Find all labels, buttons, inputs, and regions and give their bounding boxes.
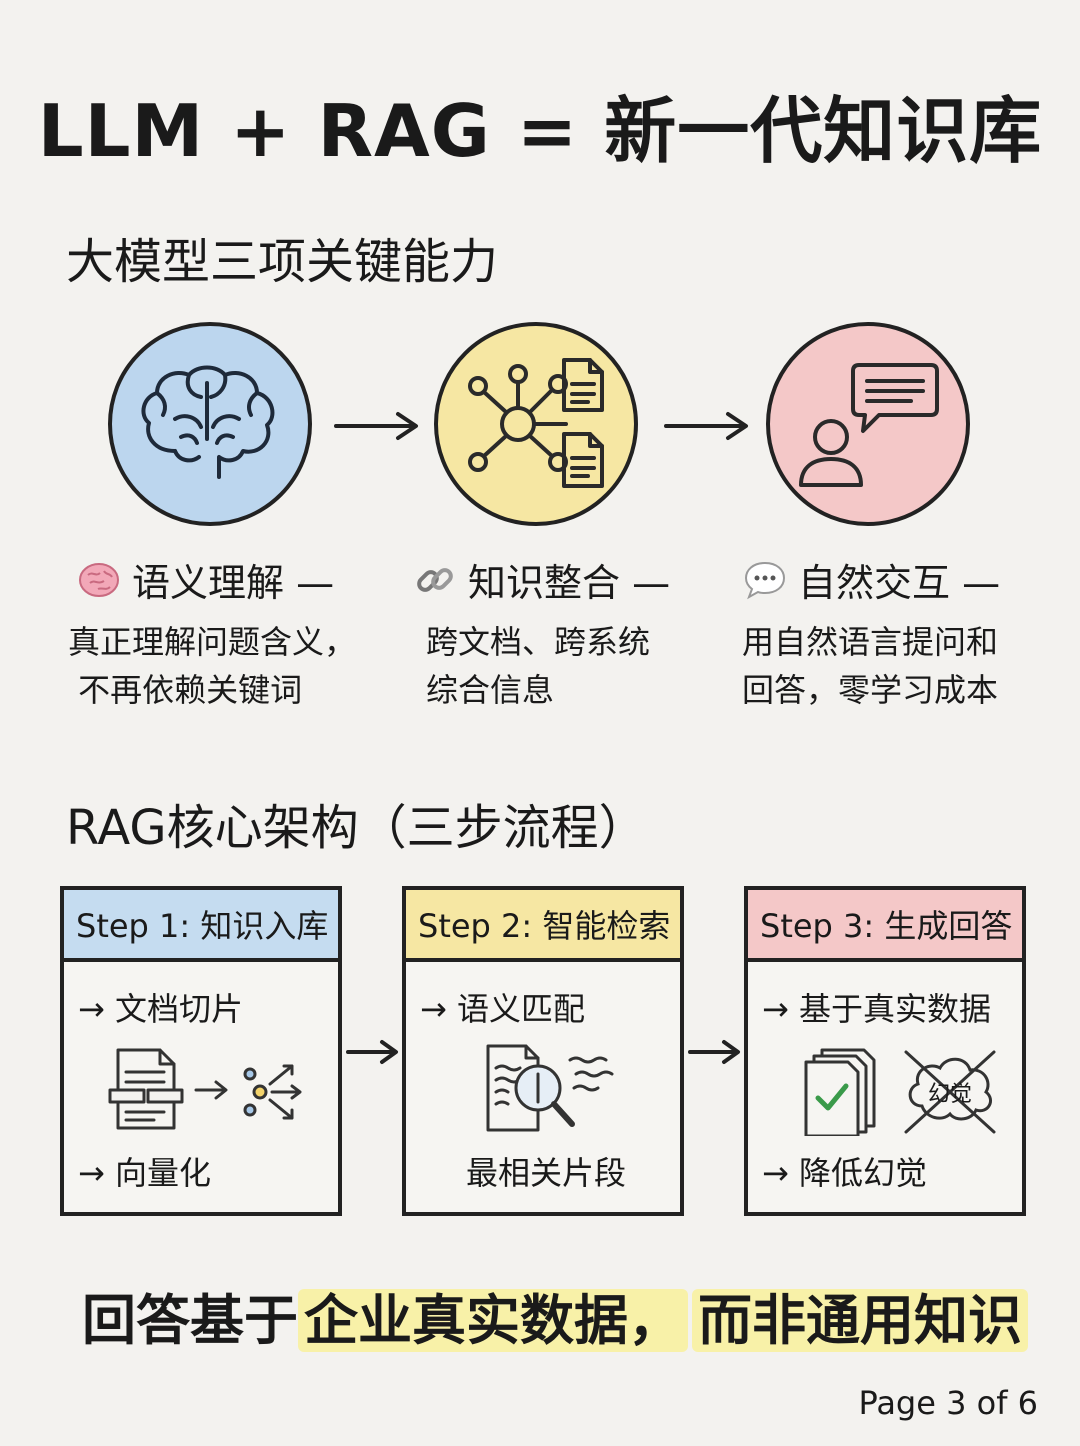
capability-circle-integration bbox=[434, 322, 638, 526]
verified-documents-icon bbox=[804, 1048, 876, 1136]
step-header: Step 1: 知识入库 bbox=[64, 890, 338, 962]
desc-line: 跨文档、跨系统 bbox=[426, 623, 651, 661]
desc-line: 用自然语言提问和 bbox=[742, 623, 999, 661]
capability-desc-interaction: 用自然语言提问和 回答，零学习成本 bbox=[742, 618, 998, 714]
desc-line: 回答，零学习成本 bbox=[742, 671, 999, 709]
brain-icon bbox=[141, 365, 275, 479]
hallucination-crossed-icon: 幻觉 bbox=[900, 1044, 1000, 1138]
flow-arrow-1 bbox=[334, 412, 418, 440]
section-heading-architecture: RAG核心架构（三步流程） bbox=[66, 800, 647, 856]
desc-line: 不再依赖关键词 bbox=[68, 671, 303, 709]
capability-desc-semantic: 真正理解问题含义， 不再依赖关键词 bbox=[68, 618, 356, 714]
person-chat-icon bbox=[799, 363, 939, 487]
conclusion-highlight-2: 而非通用知识 bbox=[692, 1289, 1028, 1352]
step-line-1: → 语义匹配 bbox=[420, 990, 585, 1028]
hallucination-label: 幻觉 bbox=[928, 1082, 973, 1107]
conclusion-text: 回答基于企业真实数据，而非通用知识 bbox=[82, 1276, 1028, 1355]
conclusion-part1: 回答基于 bbox=[82, 1289, 298, 1352]
page-number: Page 3 of 6 bbox=[858, 1384, 1038, 1422]
step-card-3: Step 3: 生成回答 → 基于真实数据 幻觉 → 降低幻觉 bbox=[744, 886, 1026, 1216]
step-line-1: → 基于真实数据 bbox=[762, 990, 991, 1028]
step-line-2: → 向量化 bbox=[78, 1154, 211, 1192]
step-card-2: Step 2: 智能检索 → 语义匹配 最相关片段 bbox=[402, 886, 684, 1216]
section-heading-capabilities: 大模型三项关键能力 bbox=[66, 234, 499, 290]
document-slicing-icon bbox=[108, 1048, 302, 1130]
brain-emoji-icon bbox=[76, 557, 122, 603]
magnifier-search-icon bbox=[486, 1044, 614, 1132]
capability-desc-integration: 跨文档、跨系统 综合信息 bbox=[426, 618, 650, 714]
desc-line: 综合信息 bbox=[426, 671, 555, 709]
capability-circle-semantic bbox=[108, 322, 312, 526]
capability-title-text: 自然交互 — bbox=[798, 561, 1001, 605]
step-header: Step 2: 智能检索 bbox=[406, 890, 680, 962]
capability-title-interaction: 自然交互 — bbox=[742, 552, 1000, 607]
capability-title-semantic: 语义理解 — bbox=[76, 552, 334, 607]
step-line-2: 最相关片段 bbox=[466, 1154, 627, 1192]
capability-title-text: 知识整合 — bbox=[468, 561, 671, 605]
step-arrow-2 bbox=[688, 1040, 740, 1064]
capability-circle-interaction bbox=[766, 322, 970, 526]
capability-title-integration: 知识整合 — bbox=[412, 552, 670, 607]
flow-arrow-2 bbox=[664, 412, 748, 440]
link-emoji-icon bbox=[412, 557, 458, 603]
step-line-2: → 降低幻觉 bbox=[762, 1154, 927, 1192]
step-line-1: → 文档切片 bbox=[78, 990, 243, 1028]
step-header: Step 3: 生成回答 bbox=[748, 890, 1022, 962]
capability-title-text: 语义理解 — bbox=[132, 561, 335, 605]
knowledge-network-icon bbox=[468, 358, 604, 488]
step-card-1: Step 1: 知识入库 → 文档切片 → 向量化 bbox=[60, 886, 342, 1216]
step-arrow-1 bbox=[346, 1040, 398, 1064]
desc-line: 真正理解问题含义， bbox=[68, 623, 357, 661]
conclusion-highlight-1: 企业真实数据， bbox=[298, 1289, 688, 1352]
page-title: LLM + RAG = 新一代知识库 bbox=[37, 89, 1043, 173]
speech-bubble-emoji-icon bbox=[742, 557, 788, 603]
